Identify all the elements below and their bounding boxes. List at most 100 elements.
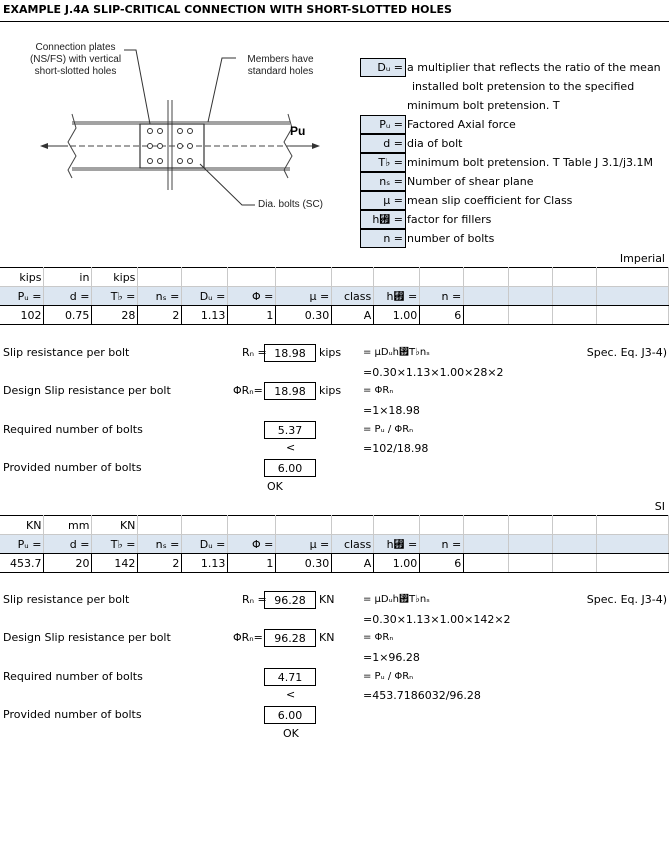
unit-cell: KN bbox=[91, 515, 139, 535]
si-phirn-calc: =1×96.28 bbox=[363, 651, 420, 664]
imperial-spec-ref: Spec. Eq. J3-4) bbox=[586, 346, 667, 359]
empty-cell bbox=[596, 515, 669, 535]
value-cell[interactable]: 6 bbox=[419, 305, 465, 325]
imperial-prov-value[interactable]: 6.00 bbox=[264, 459, 316, 477]
section-label-si: SI bbox=[654, 500, 665, 513]
empty-cell bbox=[596, 553, 669, 573]
empty-cell bbox=[596, 286, 669, 306]
imperial-design-label: Design Slip resistance per bolt bbox=[3, 384, 171, 397]
symbol-cell: μ = bbox=[275, 534, 333, 554]
imperial-rn-formula: = μDᵤh₟T♭nₛ bbox=[363, 347, 430, 358]
symbol-cell: h₟ = bbox=[373, 286, 421, 306]
symbol-cell: n = bbox=[419, 286, 465, 306]
unit-cell bbox=[419, 515, 465, 535]
table-row: kips in kips bbox=[0, 267, 669, 287]
legend-symbol: h₟ = bbox=[360, 210, 406, 229]
imperial-prov-label: Provided number of bolts bbox=[3, 461, 142, 474]
value-cell[interactable]: 0.75 bbox=[43, 305, 93, 325]
empty-cell bbox=[508, 534, 554, 554]
empty-cell bbox=[552, 515, 598, 535]
imperial-phirn-unit: kips bbox=[319, 384, 342, 397]
si-phirn-formula: = ΦRₙ bbox=[363, 632, 394, 643]
unit-cell: mm bbox=[43, 515, 93, 535]
unit-cell: kips bbox=[0, 267, 45, 287]
legend-desc: minimum bolt pretension. T Table J 3.1/j… bbox=[407, 156, 653, 169]
empty-cell bbox=[552, 267, 598, 287]
value-cell[interactable]: 2 bbox=[137, 553, 183, 573]
unit-cell bbox=[227, 515, 277, 535]
si-input-table: KN mm KN Pᵤ = d = T♭ = nₛ = Dᵤ = Φ = μ =… bbox=[0, 515, 669, 573]
imperial-rn-unit: kips bbox=[319, 346, 342, 359]
symbol-cell: class bbox=[331, 534, 375, 554]
legend-desc: mean slip coefficient for Class bbox=[407, 194, 573, 207]
value-cell[interactable]: A bbox=[331, 305, 375, 325]
legend-symbol: Dᵤ = bbox=[360, 58, 406, 77]
empty-cell bbox=[508, 286, 554, 306]
value-cell[interactable]: 0.30 bbox=[275, 553, 333, 573]
symbol-cell: nₛ = bbox=[137, 534, 183, 554]
unit-cell bbox=[181, 515, 229, 535]
table-row: KN mm KN bbox=[0, 515, 669, 535]
legend-symbol: d = bbox=[360, 134, 406, 153]
imperial-phirn-formula: = ΦRₙ bbox=[363, 385, 394, 396]
si-rn-unit: KN bbox=[319, 593, 335, 606]
unit-cell bbox=[373, 515, 421, 535]
imperial-phirn-calc: =1×18.98 bbox=[363, 404, 420, 417]
legend-symbol: T♭ = bbox=[360, 153, 406, 172]
value-cell[interactable]: 20 bbox=[43, 553, 93, 573]
empty-cell bbox=[508, 305, 554, 325]
empty-cell bbox=[463, 267, 510, 287]
si-req-calc: =453.7186032/96.28 bbox=[363, 689, 481, 702]
label-bolts: Dia. bolts (SC) bbox=[258, 199, 324, 210]
value-cell[interactable]: 1.00 bbox=[373, 305, 421, 325]
value-cell[interactable]: A bbox=[331, 553, 375, 573]
imperial-ok-status: OK bbox=[267, 480, 283, 493]
imperial-req-calc: =102/18.98 bbox=[363, 442, 429, 455]
imperial-slip-label: Slip resistance per bolt bbox=[3, 346, 130, 359]
symbol-cell: Pᵤ = bbox=[0, 286, 45, 306]
symbol-cell: d = bbox=[43, 286, 93, 306]
imperial-phirn-symbol: ΦRₙ= bbox=[233, 384, 263, 397]
label-members: Members have standard holes bbox=[247, 54, 314, 77]
value-cell[interactable]: 102 bbox=[0, 305, 45, 325]
unit-cell bbox=[275, 267, 333, 287]
value-cell[interactable]: 1 bbox=[227, 305, 277, 325]
value-cell[interactable]: 28 bbox=[91, 305, 139, 325]
unit-cell bbox=[137, 515, 183, 535]
legend-symbol: Pᵤ = bbox=[360, 115, 406, 134]
si-less-than: < bbox=[286, 688, 296, 701]
value-cell[interactable]: 1.00 bbox=[373, 553, 421, 573]
symbol-cell: Dᵤ = bbox=[181, 534, 229, 554]
unit-cell bbox=[227, 267, 277, 287]
si-req-formula: = Pᵤ / ΦRₙ bbox=[363, 671, 414, 682]
si-phirn-symbol: ΦRₙ= bbox=[233, 631, 263, 644]
label-pu: Pu bbox=[290, 124, 306, 138]
value-cell[interactable]: 6 bbox=[419, 553, 465, 573]
legend-desc: factor for fillers bbox=[407, 213, 492, 226]
si-slip-label: Slip resistance per bolt bbox=[3, 593, 130, 606]
si-req-value: 4.71 bbox=[264, 668, 316, 686]
si-prov-value[interactable]: 6.00 bbox=[264, 706, 316, 724]
empty-cell bbox=[463, 534, 510, 554]
empty-cell bbox=[596, 267, 669, 287]
symbol-cell: h₟ = bbox=[373, 534, 421, 554]
value-cell[interactable]: 1.13 bbox=[181, 553, 229, 573]
empty-cell bbox=[552, 553, 598, 573]
value-cell[interactable]: 142 bbox=[91, 553, 139, 573]
imperial-rn-calc: =0.30×1.13×1.00×28×2 bbox=[363, 366, 504, 379]
legend-desc: number of bolts bbox=[407, 232, 495, 245]
si-rn-value: 96.28 bbox=[264, 591, 316, 609]
symbol-cell: Pᵤ = bbox=[0, 534, 45, 554]
value-cell[interactable]: 0.30 bbox=[275, 305, 333, 325]
symbol-cell: class bbox=[331, 286, 375, 306]
table-row: Pᵤ = d = T♭ = nₛ = Dᵤ = Φ = μ = class h₟… bbox=[0, 534, 669, 554]
empty-cell bbox=[508, 553, 554, 573]
empty-cell bbox=[552, 305, 598, 325]
value-cell[interactable]: 1 bbox=[227, 553, 277, 573]
imperial-rn-value: 18.98 bbox=[264, 344, 316, 362]
value-cell[interactable]: 453.7 bbox=[0, 553, 45, 573]
value-cell[interactable]: 1.13 bbox=[181, 305, 229, 325]
legend-symbol: nₛ = bbox=[360, 172, 406, 191]
value-cell[interactable]: 2 bbox=[137, 305, 183, 325]
empty-cell bbox=[596, 305, 669, 325]
